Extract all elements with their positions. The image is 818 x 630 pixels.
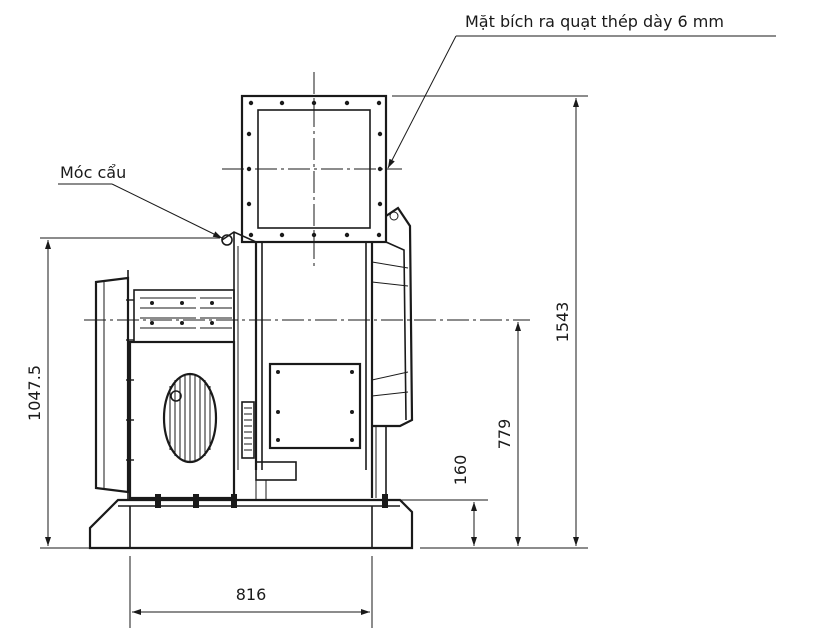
- hook-height-value: 1047.5: [25, 365, 44, 421]
- shaft-center-value: 779: [495, 419, 514, 450]
- overall-height-value: 1543: [553, 302, 572, 343]
- outlet-flange-label: Mặt bích ra quạt thép dày 6 mm: [465, 12, 724, 31]
- dimension-overall-height: 1543: [553, 98, 579, 546]
- base-height-value: 160: [451, 455, 470, 486]
- base-frame: [88, 494, 414, 550]
- outlet-flange: [222, 72, 402, 268]
- base-width-value: 816: [236, 585, 267, 604]
- lifting-hook-label: Móc cẩu: [60, 163, 126, 182]
- dimension-base-width: 816: [132, 585, 370, 615]
- fan-housing: [221, 206, 414, 500]
- dimension-hook-height: 1047.5: [25, 240, 51, 546]
- annotation-lifting-hook: Móc cẩu: [58, 163, 223, 239]
- annotation-outlet-flange: Mặt bích ra quạt thép dày 6 mm: [387, 12, 776, 169]
- extension-lines: [40, 95, 588, 628]
- dimension-base-height: 160: [451, 455, 477, 546]
- motor: [94, 270, 255, 500]
- dimension-shaft-center: 779: [495, 322, 521, 546]
